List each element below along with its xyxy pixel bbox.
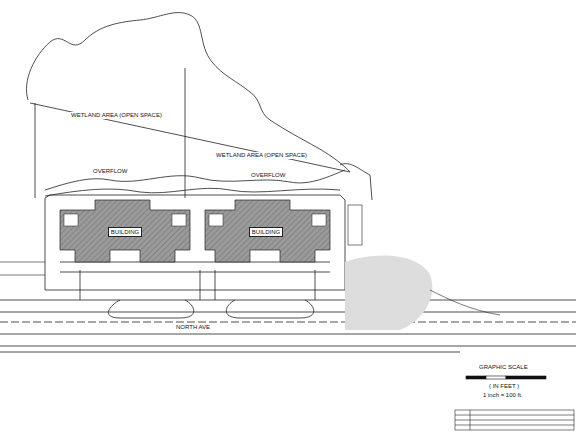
driveway [80,270,200,318]
title-block-rule [455,425,574,426]
unit [172,214,186,226]
plan-note: WETLAND AREA (OPEN SPACE) [70,112,163,119]
road-edge [0,300,576,301]
grading-area [345,256,432,330]
building-footprint [205,200,330,262]
utility-line [0,262,500,315]
title-block-rule [455,415,574,416]
site-outline [45,195,345,290]
road-edge [0,334,576,335]
plan-note: ( IN FEET ) [488,383,520,390]
plan-note: 1 inch = 100 ft. [482,392,524,399]
scale-bar [466,376,486,379]
plan-note: OVERFLOW [92,168,128,175]
unit [64,214,78,226]
plan-note: WETLAND AREA (OPEN SPACE) [215,152,308,159]
building-label: BUILDING [95,222,155,242]
contour [45,170,345,190]
title-block-rule [470,410,471,430]
plan-note: NORTH AVE [175,324,211,331]
title-block [455,410,574,430]
title-block-rule [455,420,574,421]
property-line [35,103,36,198]
building-label: BUILDING [236,222,296,242]
road-edge [0,352,460,353]
property-line [30,103,350,172]
building-name: BUILDING [108,227,142,237]
unit [312,214,326,226]
scale-bar [506,376,546,379]
unit [209,214,223,226]
structure [348,205,362,245]
road-edge [0,312,576,313]
road-edge [0,346,576,347]
property-line [185,68,186,198]
plan-note: GRAPHIC SCALE [478,364,529,371]
parking [60,262,330,272]
plan-note: OVERFLOW [250,172,286,179]
wetland-boundary [27,13,350,172]
building-name: BUILDING [249,227,283,237]
road-centerline [0,322,576,323]
building-footprint [60,200,190,262]
contour [340,164,372,200]
driveway [215,270,315,318]
scale-bar [486,376,506,379]
